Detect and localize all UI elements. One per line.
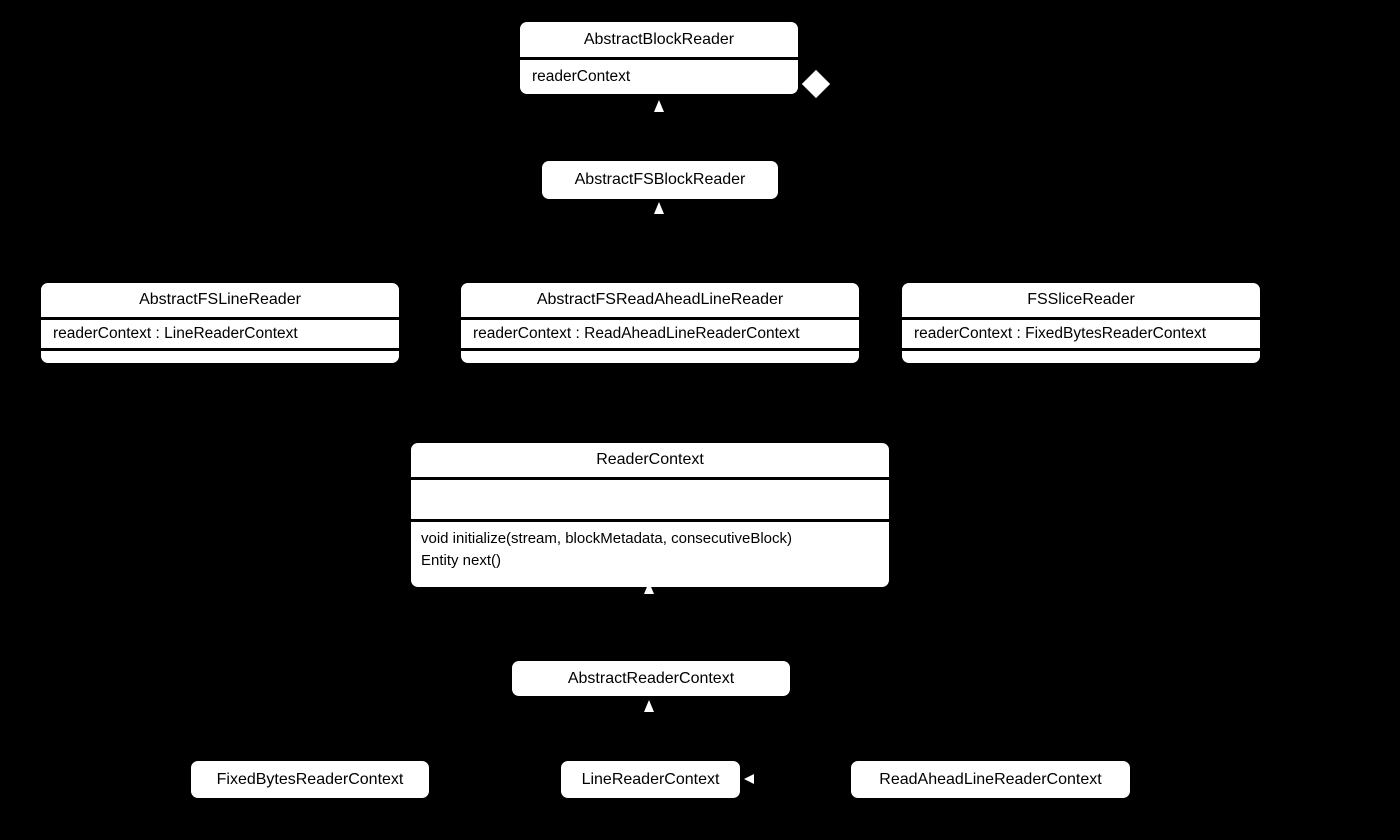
empty-methods-compartment <box>902 348 1260 363</box>
methods-compartment: void initialize(stream, blockMetadata, c… <box>411 519 889 587</box>
class-fixed-bytes-reader-context: FixedBytesReaderContext <box>191 761 429 798</box>
class-name: AbstractReaderContext <box>567 669 735 687</box>
generalization-arrowhead-icon <box>654 100 664 112</box>
empty-methods-compartment <box>461 348 859 363</box>
class-abstract-fs-block-reader: AbstractFSBlockReader <box>542 161 778 199</box>
generalization-arrowhead-icon <box>644 582 654 594</box>
class-abstract-fs-read-ahead-line-reader: AbstractFSReadAheadLineReader readerCont… <box>461 283 859 363</box>
class-name: AbstractFSLineReader <box>139 291 301 308</box>
class-read-ahead-line-reader-context: ReadAheadLineReaderContext <box>851 761 1130 798</box>
class-attribute: readerContext : FixedBytesReaderContext <box>902 317 1260 348</box>
generalization-arrowhead-icon <box>654 202 664 214</box>
class-abstract-block-reader: AbstractBlockReader readerContext <box>520 22 798 94</box>
aggregation-diamond-icon <box>801 69 831 99</box>
class-attribute: readerContext <box>520 57 798 94</box>
generalization-arrowhead-icon <box>744 774 754 784</box>
class-abstract-reader-context: AbstractReaderContext <box>512 661 790 696</box>
class-reader-context: ReaderContext void initialize(stream, bl… <box>411 443 889 587</box>
empty-methods-compartment <box>41 348 399 363</box>
class-name: AbstractFSReadAheadLineReader <box>536 291 784 308</box>
class-name: LineReaderContext <box>581 770 720 788</box>
class-name: ReadAheadLineReaderContext <box>879 770 1102 788</box>
class-method: void initialize(stream, blockMetadata, c… <box>421 530 792 547</box>
class-name: ReaderContext <box>596 451 704 468</box>
generalization-arrowhead-icon <box>644 700 654 712</box>
class-name: AbstractFSBlockReader <box>574 171 746 188</box>
class-name: AbstractBlockReader <box>583 30 735 48</box>
class-name: FSSliceReader <box>1027 291 1135 308</box>
class-attribute: readerContext : LineReaderContext <box>41 317 399 348</box>
class-name: FixedBytesReaderContext <box>216 770 404 788</box>
class-line-reader-context: LineReaderContext <box>561 761 740 798</box>
class-attribute: readerContext : ReadAheadLineReaderConte… <box>461 317 859 348</box>
class-abstract-fs-line-reader: AbstractFSLineReader readerContext : Lin… <box>41 283 399 363</box>
class-fs-slice-reader: FSSliceReader readerContext : FixedBytes… <box>902 283 1260 363</box>
class-method: Entity next() <box>421 552 502 569</box>
empty-attributes-compartment <box>411 477 889 519</box>
